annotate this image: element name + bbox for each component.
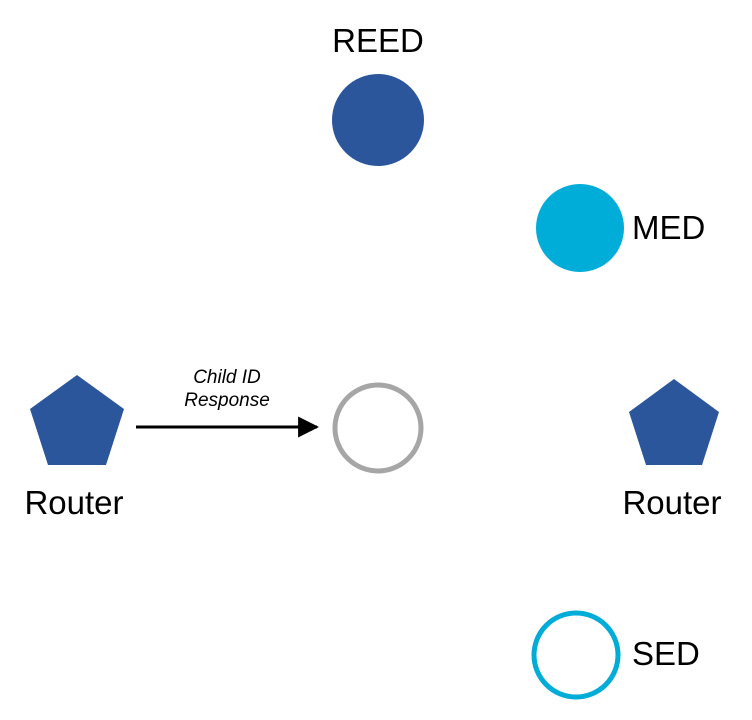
- node-joining[interactable]: [332, 382, 424, 474]
- reed-circle-icon[interactable]: [332, 74, 424, 166]
- joining-node-circle-icon[interactable]: [332, 382, 424, 474]
- edge-label-line-2: Response: [184, 390, 270, 411]
- edge-label-line-1: Child ID: [193, 367, 261, 388]
- med-circle-icon[interactable]: [536, 184, 624, 272]
- node-label-router-right: Router: [622, 484, 722, 521]
- router-left-pentagon-icon[interactable]: [30, 375, 124, 465]
- edge-label-child-id-response: Child ID Response: [184, 366, 270, 412]
- node-label-reed: REED: [332, 22, 424, 59]
- node-med[interactable]: [536, 184, 624, 272]
- node-reed[interactable]: [332, 74, 424, 166]
- node-label-router-left: Router: [24, 484, 124, 521]
- node-router-left[interactable]: [30, 375, 124, 465]
- node-label-sed: SED: [632, 635, 700, 672]
- node-router-right[interactable]: [629, 379, 719, 465]
- router-right-pentagon-icon[interactable]: [629, 379, 719, 465]
- sed-circle-icon[interactable]: [531, 610, 621, 700]
- node-sed[interactable]: [531, 610, 621, 700]
- node-label-med: MED: [632, 209, 706, 246]
